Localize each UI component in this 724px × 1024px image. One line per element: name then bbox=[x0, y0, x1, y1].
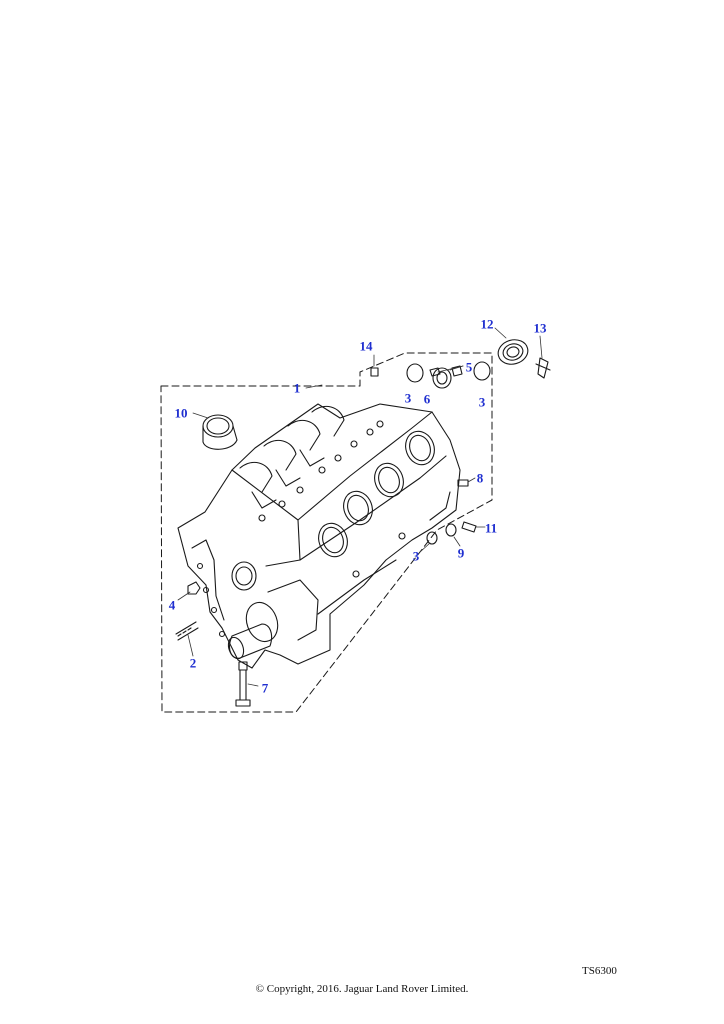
assembly-boundary bbox=[160, 352, 493, 713]
plug-part-9 bbox=[445, 523, 457, 537]
plug-part-5 bbox=[451, 365, 463, 377]
copyright-notice: © Copyright, 2016. Jaguar Land Rover Lim… bbox=[255, 983, 469, 995]
callout-6[interactable]: 6 bbox=[423, 391, 431, 407]
clip-part-13 bbox=[535, 357, 551, 379]
callout-3-top-right[interactable]: 3 bbox=[478, 394, 486, 410]
bolt-part-7 bbox=[235, 661, 251, 707]
pin-part-11 bbox=[461, 521, 477, 533]
leader-lines bbox=[177, 327, 543, 687]
plug-part-6 bbox=[432, 367, 452, 389]
callout-12[interactable]: 12 bbox=[480, 316, 494, 332]
nut-part-4 bbox=[187, 581, 201, 595]
callout-4[interactable]: 4 bbox=[168, 597, 176, 613]
callout-11[interactable]: 11 bbox=[484, 520, 498, 536]
callout-3-top-left[interactable]: 3 bbox=[404, 390, 412, 406]
callout-9[interactable]: 9 bbox=[457, 545, 465, 561]
drawing-reference: TS6300 bbox=[582, 965, 617, 977]
callout-2[interactable]: 2 bbox=[189, 655, 197, 671]
callout-14[interactable]: 14 bbox=[359, 338, 373, 354]
callout-1[interactable]: 1 bbox=[293, 380, 301, 396]
bolt-part-8 bbox=[457, 479, 469, 487]
callout-13[interactable]: 13 bbox=[533, 320, 547, 336]
core-plug-3-lower bbox=[426, 531, 438, 545]
plug-part-14 bbox=[370, 367, 379, 377]
bearing-sleeve-part-10 bbox=[202, 414, 238, 450]
callout-10[interactable]: 10 bbox=[174, 405, 188, 421]
oil-seal-part-12 bbox=[497, 339, 529, 365]
core-plug-3-left bbox=[406, 363, 424, 383]
callout-7[interactable]: 7 bbox=[261, 680, 269, 696]
core-plug-3-right bbox=[473, 361, 491, 381]
callout-3-lower[interactable]: 3 bbox=[412, 548, 420, 564]
cylinder-block bbox=[177, 403, 461, 669]
callout-8[interactable]: 8 bbox=[476, 470, 484, 486]
callout-5[interactable]: 5 bbox=[465, 359, 473, 375]
stud-part-2 bbox=[175, 621, 199, 641]
